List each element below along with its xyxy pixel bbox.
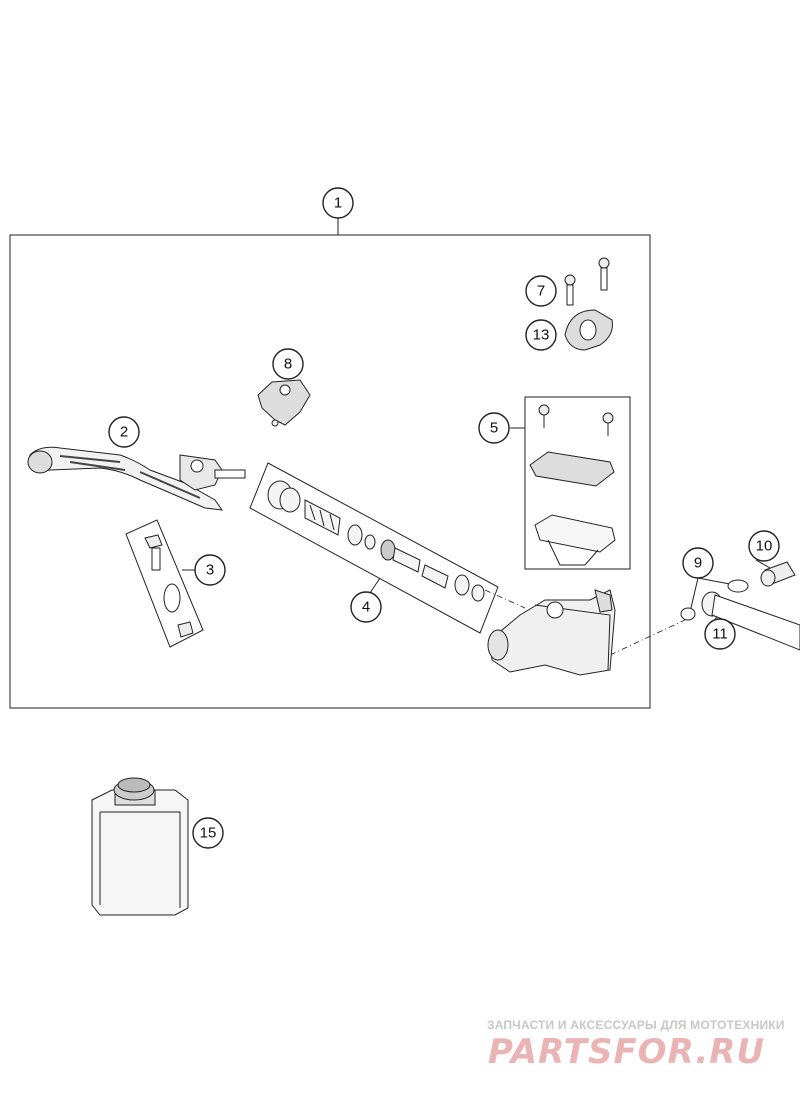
part-8 [257,379,311,427]
callout-circle-1 [322,187,354,219]
group-box-5 [524,396,631,570]
leader-10 [755,559,771,569]
callout-circle-13 [525,319,557,351]
group-box-3 [125,519,204,648]
callout-circle-10 [748,530,780,562]
fluid-bottle [91,777,189,916]
group-box-4 [249,462,499,634]
watermark-tagline: ЗАПЧАСТИ И АКСЕССУАРЫ ДЛЯ МОТОТЕХНИКИ [487,1018,785,1032]
callout-circle-15 [192,817,224,849]
callout-3: 3 [206,562,214,579]
banjo-bolt-part [680,561,800,651]
callout-13: 13 [533,327,550,344]
parts-3 [144,534,194,638]
callout-2: 2 [120,424,128,441]
watermark-logo: PARTSFOR.RU [488,1032,766,1072]
callout-circle-5 [478,412,510,444]
master-cylinder-body [487,589,616,676]
lever-part [27,446,246,511]
clamp-part [564,257,613,351]
axis-line-9 [609,619,686,656]
callout-8: 8 [284,356,292,373]
callout-circle-2 [108,416,140,448]
reservoir-lid-part [529,404,616,566]
callout-10: 10 [756,538,773,555]
callout-1: 1 [334,195,342,212]
callout-circle-9 [682,547,714,579]
callout-5: 5 [490,420,498,437]
callout-circle-7 [525,275,557,307]
callout-15: 15 [200,825,217,842]
assembly-frame [9,234,651,709]
callout-9: 9 [694,555,702,572]
leader-9a [689,577,699,613]
callout-4: 4 [362,599,370,616]
leader-4 [369,577,381,594]
callout-circle-8 [272,348,304,380]
callout-circle-11 [704,618,736,650]
callout-circle-3 [194,554,226,586]
callout-7: 7 [537,283,545,300]
piston-kit-part [267,480,485,602]
callout-circle-4 [350,591,382,623]
callout-11: 11 [712,626,728,643]
